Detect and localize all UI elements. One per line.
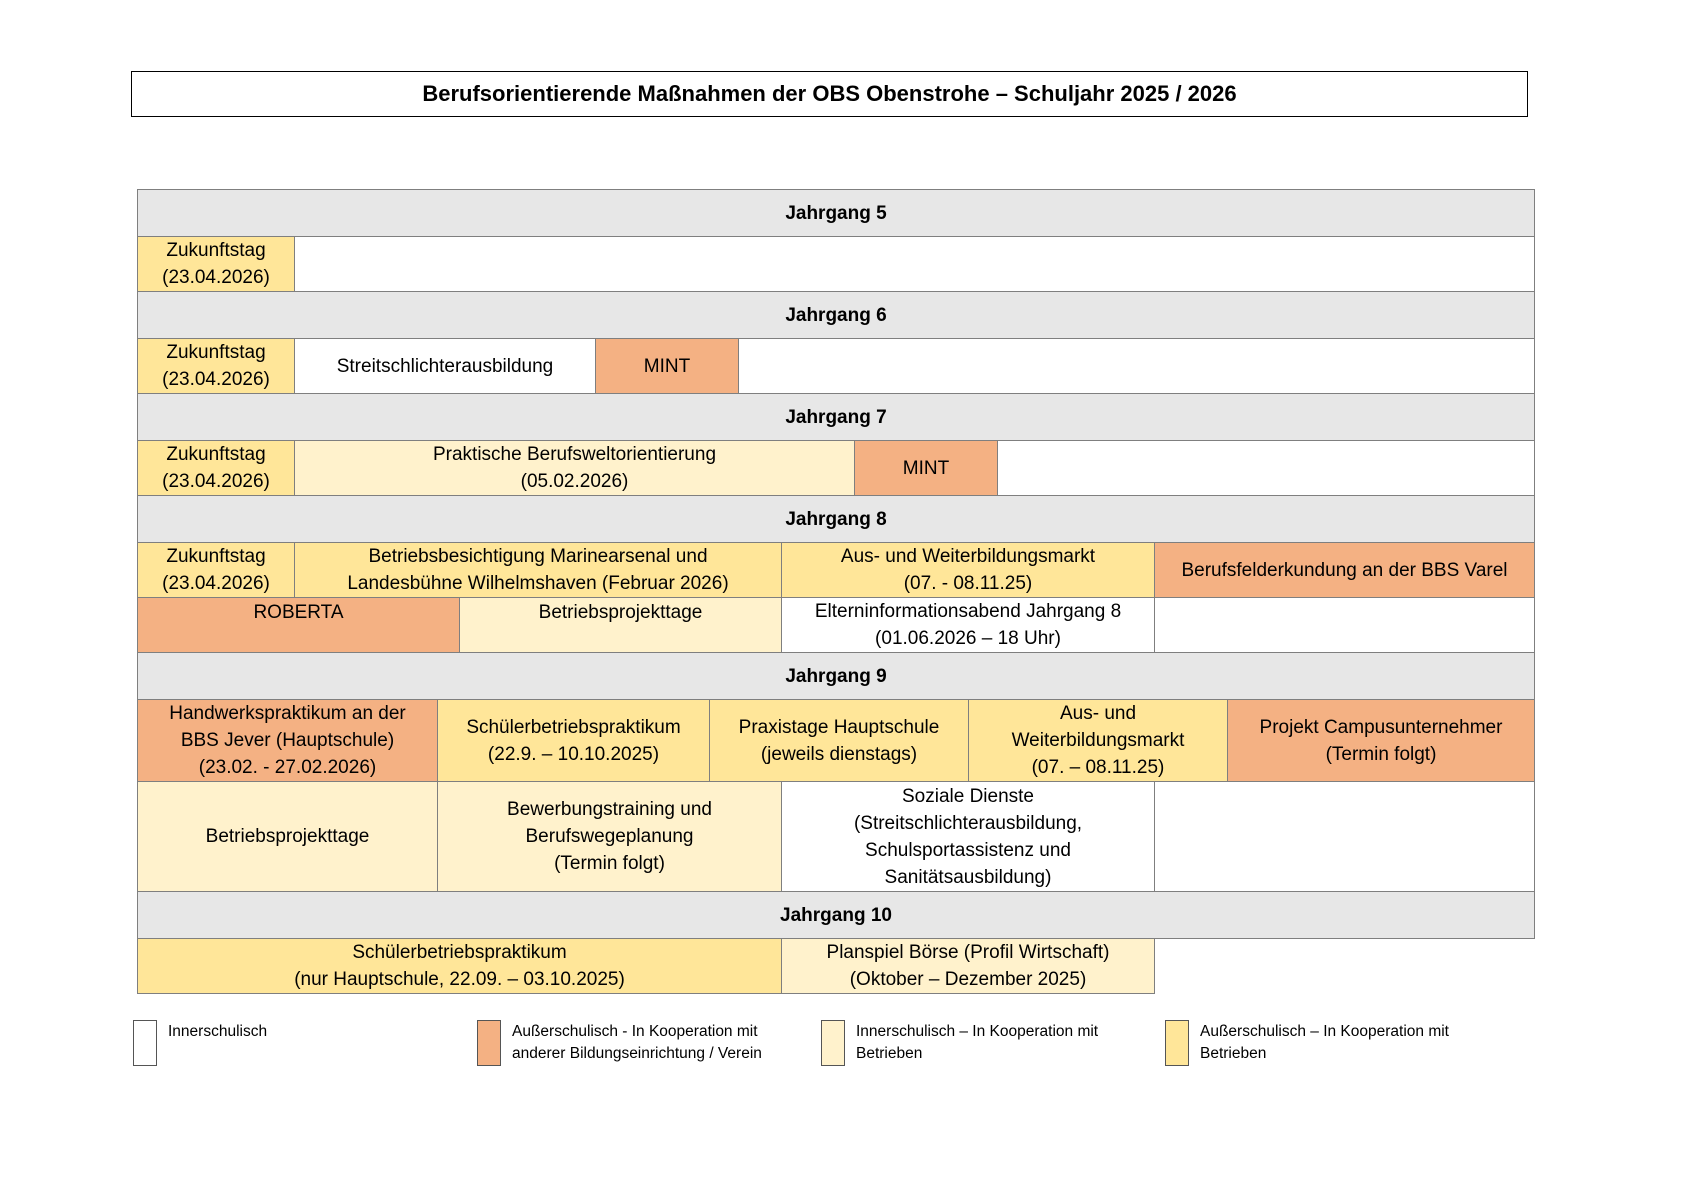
grade-8-betriebsprojekttage: Betriebsprojekttage [459,597,782,653]
grade-8-roberta: ROBERTA [137,597,460,653]
grade-10-planspiel-boerse: Planspiel Börse (Profil Wirtschaft) (Okt… [781,938,1155,994]
grade-7-zukunftstag: Zukunftstag (23.04.2026) [137,440,295,496]
grade-9-header: Jahrgang 9 [137,652,1535,700]
legend-label-ausserschulisch-betriebe: Außerschulisch – In Kooperation mit Betr… [1200,1023,1449,1062]
grade-10-schuelerbetriebspraktikum: Schülerbetriebspraktikum (nur Hauptschul… [137,938,782,994]
grade-10-header: Jahrgang 10 [137,891,1535,939]
legend-label-innerschulisch: Innerschulisch [168,1023,268,1040]
grade-5-zukunftstag: Zukunftstag (23.04.2026) [137,236,295,292]
grade-8-zukunftstag: Zukunftstag (23.04.2026) [137,542,295,598]
grade-8-weiterbildungsmarkt: Aus- und Weiterbildungsmarkt (07. - 08.1… [781,542,1155,598]
legend-label-innerschulisch-betriebe: Innerschulisch – In Kooperation mit Betr… [856,1023,1099,1062]
grade-8-header: Jahrgang 8 [137,495,1535,543]
grade-7-mint: MINT [854,440,998,496]
grade-9-betriebsprojekttage: Betriebsprojekttage [137,781,438,892]
grade-6-streitschlichter: Streitschlichterausbildung [294,338,596,394]
grade-9-handwerkspraktikum: Handwerkspraktikum an der BBS Jever (Hau… [137,699,438,782]
grade-8-betriebsbesichtigung: Betriebsbesichtigung Marinearsenal und L… [294,542,782,598]
legend-label-ausserschulisch-bildung: Außerschulisch - In Kooperation mit ande… [512,1023,762,1062]
grade-6-zukunftstag: Zukunftstag (23.04.2026) [137,338,295,394]
grade-9-weiterbildungsmarkt: Aus- und Weiterbildungsmarkt (07. – 08.1… [968,699,1228,782]
page-title: Berufsorientierende Maßnahmen der OBS Ob… [131,71,1528,117]
grade-9-bewerbungstraining: Bewerbungstraining und Berufswegeplanung… [437,781,782,892]
grade-6-mint: MINT [595,338,739,394]
grade-8-berufsfelderkundung: Berufsfelderkundung an der BBS Varel [1154,542,1535,598]
legend-swatch-innerschulisch [133,1020,157,1066]
grade-7-header: Jahrgang 7 [137,393,1535,441]
grade-9-praxistage: Praxistage Hauptschule (jeweils dienstag… [709,699,969,782]
grade-9-soziale-dienste: Soziale Dienste (Streitschlichterausbild… [781,781,1155,892]
grade-9-empty-cell [1154,781,1535,892]
grade-6-empty-cell [738,338,1535,394]
grade-8-empty-cell [1154,597,1535,653]
legend-swatch-ausserschulisch-bildung [477,1020,501,1066]
grade-5-header: Jahrgang 5 [137,189,1535,237]
grade-9-schuelerbetriebspraktikum: Schülerbetriebspraktikum (22.9. – 10.10.… [437,699,710,782]
grade-6-header: Jahrgang 6 [137,291,1535,339]
grade-8-elternabend: Elterninformationsabend Jahrgang 8 (01.0… [781,597,1155,653]
legend-swatch-innerschulisch-betriebe [821,1020,845,1066]
grade-5-empty-cell [294,236,1535,292]
grade-9-campusunternehmer: Projekt Campusunternehmer (Termin folgt) [1227,699,1535,782]
grade-7-empty-cell [997,440,1535,496]
grade-7-berufsweltorientierung: Praktische Berufsweltorientierung (05.02… [294,440,855,496]
legend-swatch-ausserschulisch-betriebe [1165,1020,1189,1066]
